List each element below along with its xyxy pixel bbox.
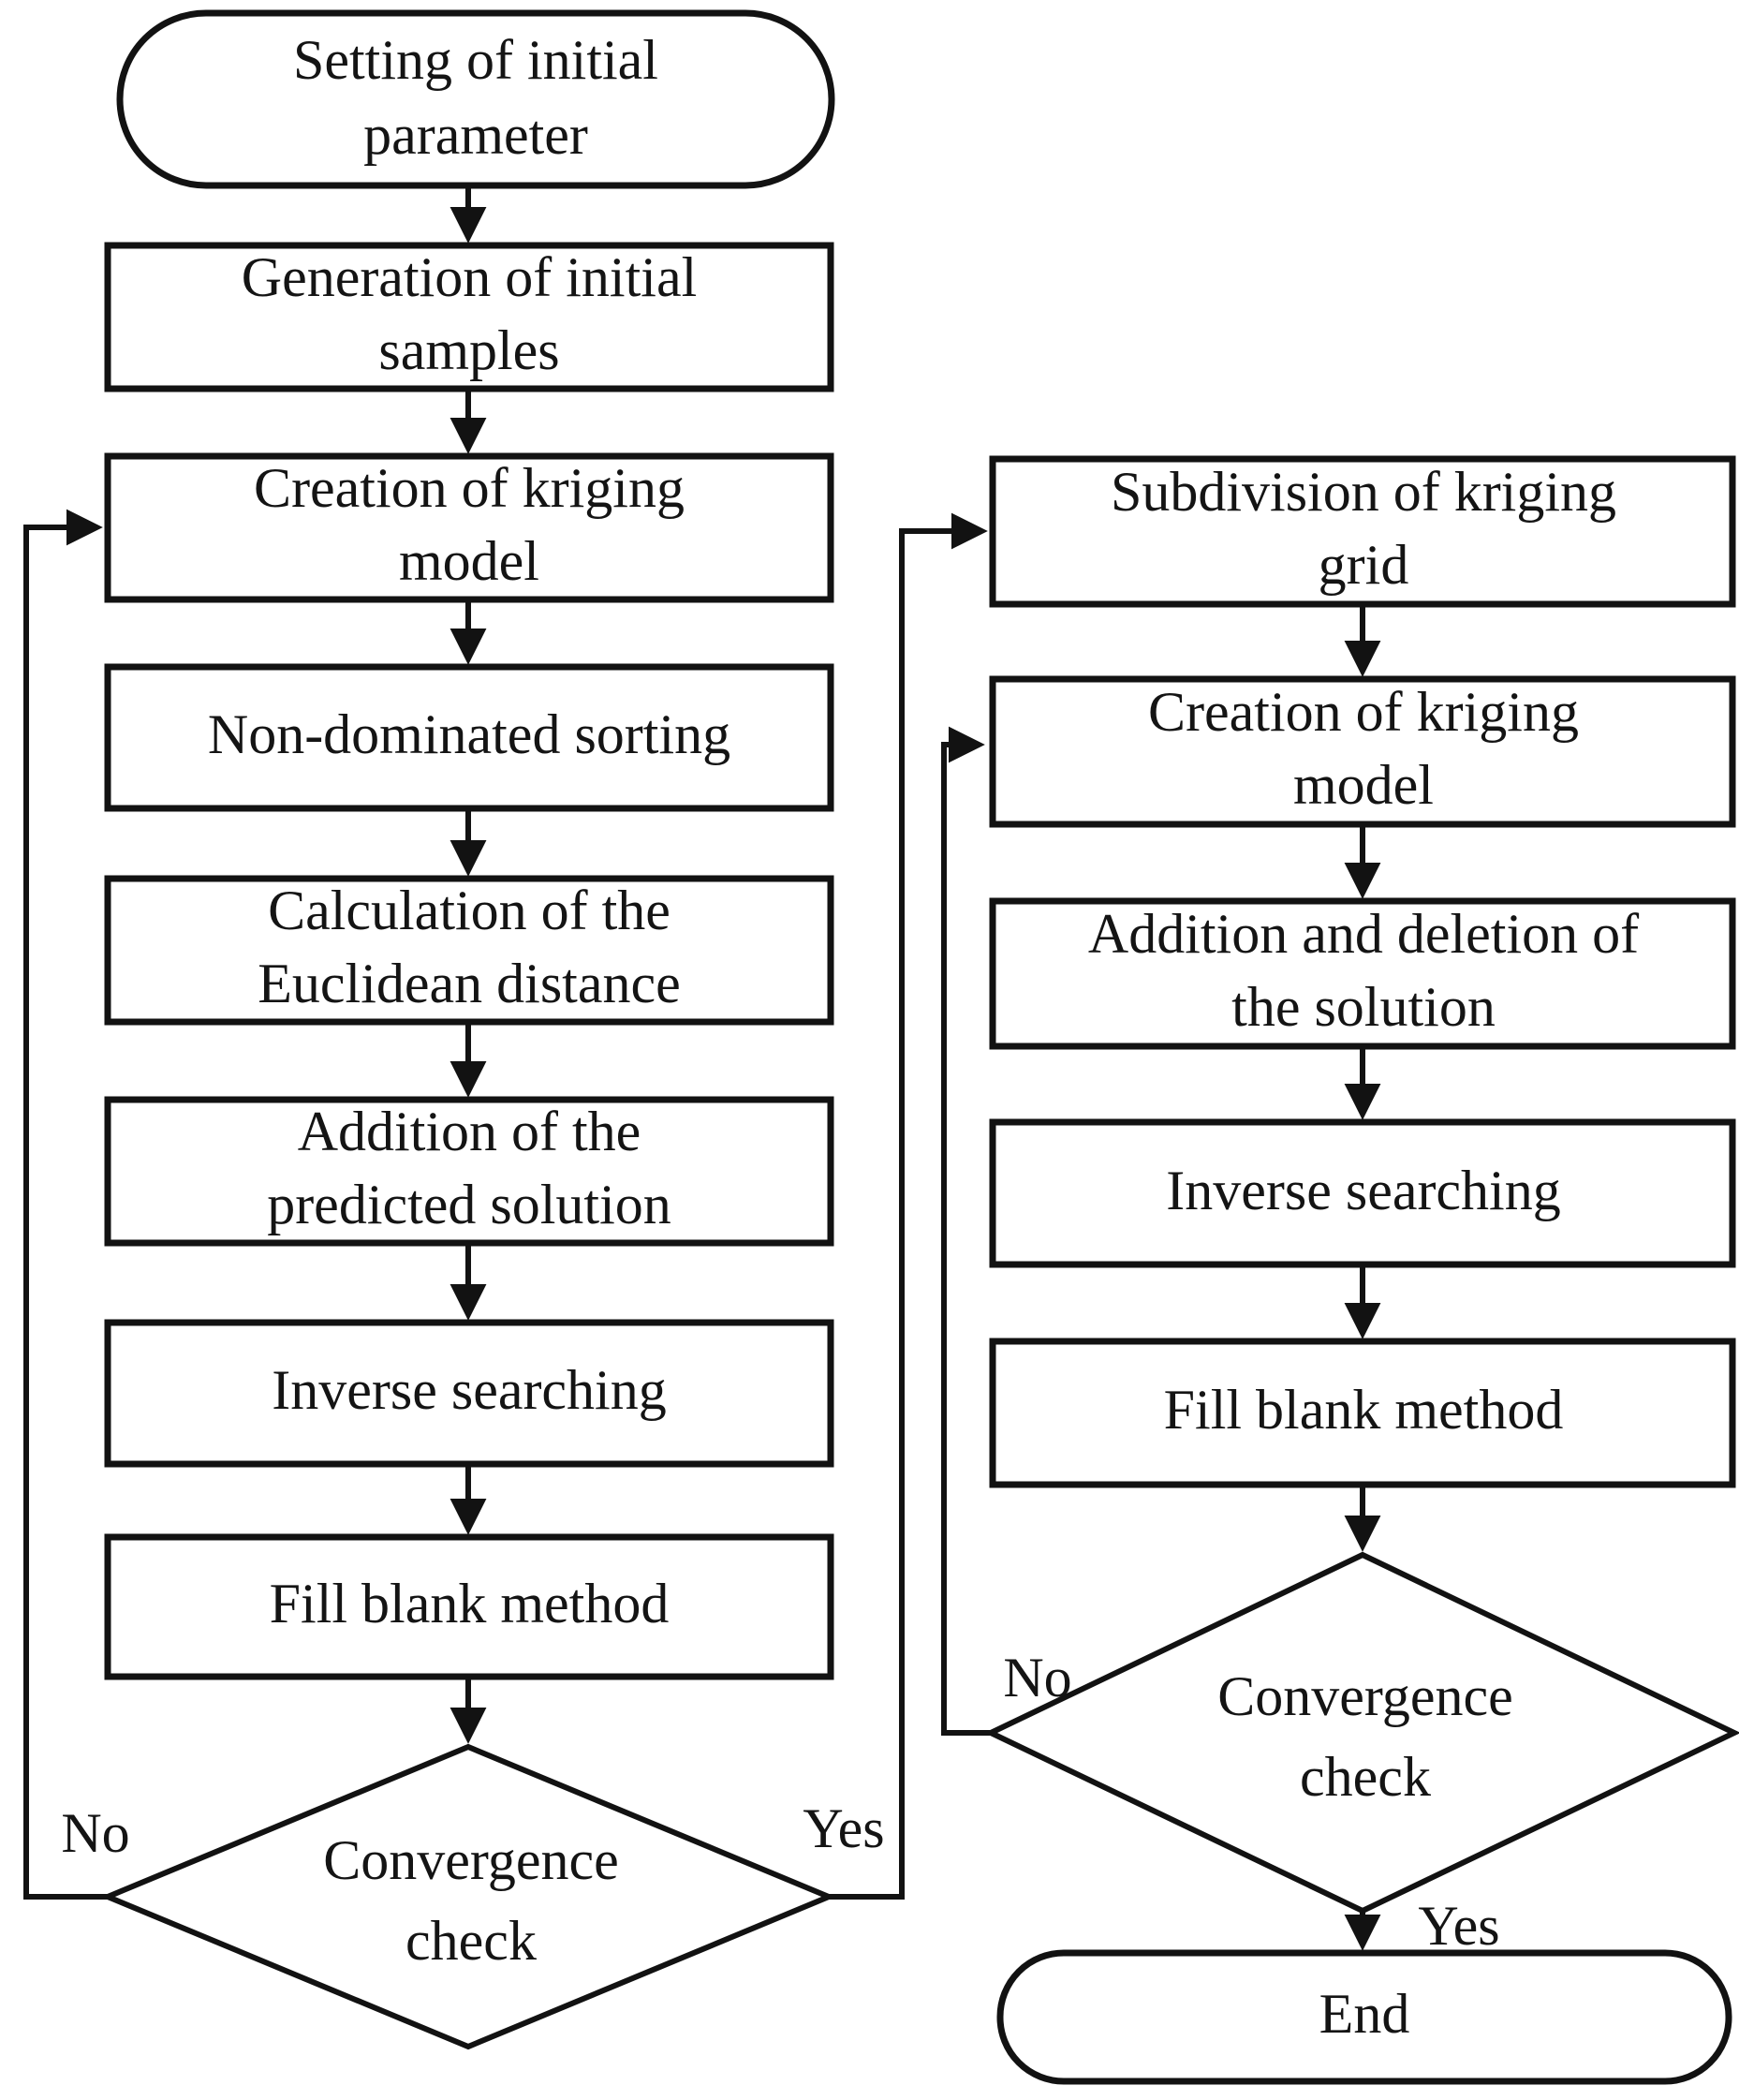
step-fillblank-left-shape bbox=[104, 1533, 834, 1680]
decision-left-text-line2: check bbox=[405, 1910, 537, 1972]
step-subdivision-text-line1: Subdivision of kriging bbox=[1111, 461, 1616, 523]
step-creation-left-text-line1: Creation of kriging bbox=[254, 457, 685, 519]
step-non-dominated-sorting: Non-dominated sorting bbox=[104, 663, 834, 812]
decision-convergence-check-right: Convergence check bbox=[984, 1551, 1739, 1915]
decision-right-text-line1: Convergence bbox=[1217, 1665, 1512, 1727]
step-fillblank-left-text: Fill blank method bbox=[270, 1573, 670, 1634]
step-addition-shape bbox=[104, 1096, 834, 1247]
label-no-right: No bbox=[1003, 1647, 1071, 1708]
step-fillblank-right-shape bbox=[989, 1338, 1736, 1488]
start-terminator-text-line1: Setting of initial bbox=[293, 29, 658, 91]
step-fillblank-right-text: Fill blank method bbox=[1164, 1379, 1564, 1441]
label-yes-right: Yes bbox=[1418, 1895, 1499, 1957]
step-calculation-text-line2: Euclidean distance bbox=[258, 953, 680, 1014]
step-inverse-searching-right: Inverse searching bbox=[989, 1118, 1736, 1268]
label-no-left: No bbox=[61, 1802, 129, 1864]
end-terminator: End bbox=[996, 1949, 1732, 2085]
decision-right-shape bbox=[984, 1551, 1739, 1915]
step-inverse-right-shape bbox=[989, 1118, 1736, 1268]
step-addition-predicted-solution: Addition of the predicted solution bbox=[104, 1096, 834, 1247]
step-sorting-text: Non-dominated sorting bbox=[208, 703, 730, 765]
step-subdivision-text-line2: grid bbox=[1319, 534, 1409, 596]
step-creation-right-shape bbox=[989, 675, 1736, 828]
start-terminator-shape bbox=[116, 9, 835, 189]
edge-no-loop-right bbox=[941, 726, 991, 1736]
step-creation-of-kriging-model-right: Creation of kriging model bbox=[989, 675, 1736, 828]
step-creation-of-kriging-model-left: Creation of kriging model bbox=[104, 452, 834, 603]
decision-convergence-check-left: Convergence check bbox=[100, 1743, 836, 2050]
step-inverse-searching-left: Inverse searching bbox=[104, 1319, 834, 1468]
step-creation-left-text-line2: model bbox=[399, 530, 539, 592]
step-addition-text-line1: Addition of the bbox=[298, 1101, 641, 1162]
start-terminator-text-line2: parameter bbox=[363, 104, 588, 166]
step-adddelete-text-line1: Addition and deletion of bbox=[1088, 903, 1639, 965]
step-creation-right-text-line2: model bbox=[1293, 754, 1434, 816]
step-generation-shape bbox=[104, 242, 834, 392]
step-calculation-euclidean-distance: Calculation of the Euclidean distance bbox=[104, 875, 834, 1026]
step-sorting-shape bbox=[104, 663, 834, 812]
step-inverse-right-text: Inverse searching bbox=[1166, 1160, 1560, 1221]
decision-right-text-line2: check bbox=[1300, 1746, 1431, 1808]
step-addition-and-deletion: Addition and deletion of the solution bbox=[989, 897, 1736, 1050]
label-yes-left: Yes bbox=[803, 1797, 884, 1859]
step-generation-text-line2: samples bbox=[378, 319, 559, 381]
step-fill-blank-method-right: Fill blank method bbox=[989, 1338, 1736, 1488]
step-subdivision-of-kriging-grid: Subdivision of kriging grid bbox=[989, 455, 1736, 608]
step-generation-text-line1: Generation of initial bbox=[242, 246, 698, 308]
step-calculation-text-line1: Calculation of the bbox=[268, 880, 671, 941]
step-addition-text-line2: predicted solution bbox=[267, 1174, 671, 1235]
start-terminator: Setting of initial parameter bbox=[116, 9, 835, 189]
step-adddelete-text-line2: the solution bbox=[1231, 976, 1496, 1038]
decision-left-text-line1: Convergence bbox=[323, 1829, 618, 1891]
end-terminator-text: End bbox=[1319, 1983, 1410, 2045]
edge-no-loop-left bbox=[23, 509, 108, 1900]
step-generation-of-initial-samples: Generation of initial samples bbox=[104, 242, 834, 392]
step-creation-right-text-line1: Creation of kriging bbox=[1148, 681, 1579, 743]
edge-yes-branch-left bbox=[829, 512, 988, 1900]
decision-left-shape bbox=[100, 1743, 836, 2050]
step-inverse-left-text: Inverse searching bbox=[272, 1359, 666, 1421]
step-subdivision-shape bbox=[989, 455, 1736, 608]
end-terminator-shape bbox=[996, 1949, 1732, 2085]
step-fill-blank-method-left: Fill blank method bbox=[104, 1533, 834, 1680]
